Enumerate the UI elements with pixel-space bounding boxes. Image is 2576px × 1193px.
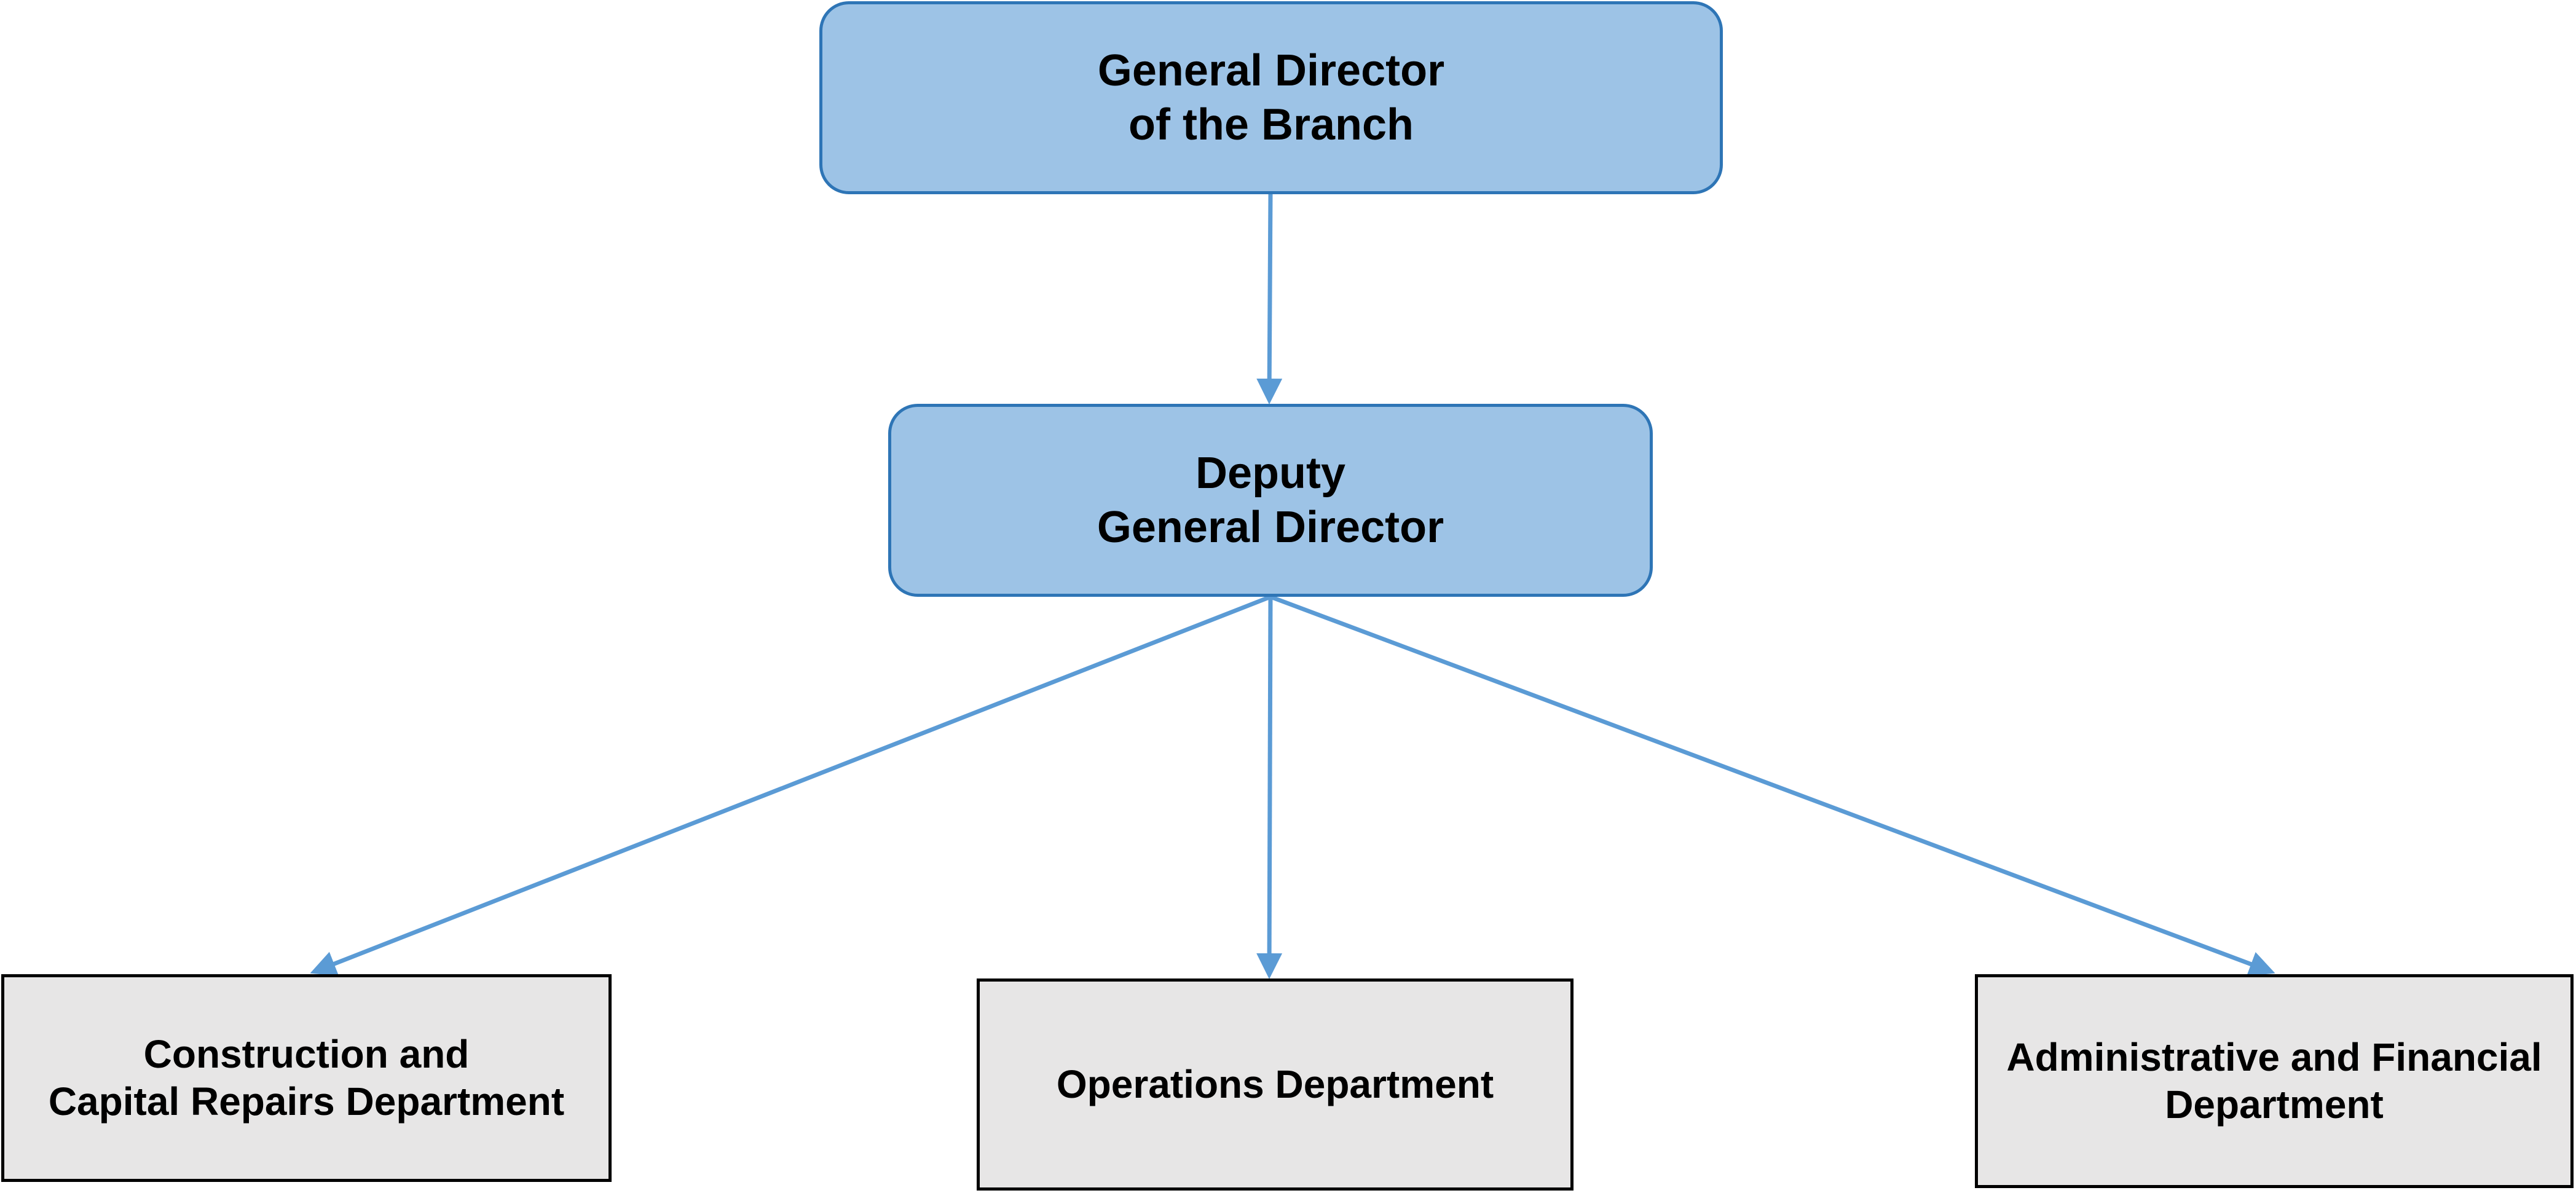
deputy-general-director-label-line1: Deputy	[1195, 449, 1346, 498]
general-director-label-line1: General Director	[1097, 46, 1445, 95]
admin-financial-department-label-line2: Department	[2165, 1082, 2384, 1127]
admin-financial-department-label-line1: Administrative and Financial	[2006, 1035, 2542, 1079]
operations-department-label: Operations Department	[1056, 1062, 1494, 1106]
construction-department-box: Construction and Capital Repairs Departm…	[1, 974, 612, 1182]
general-director-label-line2: of the Branch	[1128, 100, 1414, 149]
operations-department-box: Operations Department	[977, 978, 1574, 1191]
general-director-box: General Director of the Branch	[819, 1, 1723, 194]
deputy-general-director-label-line2: General Director	[1097, 503, 1444, 552]
connector-gd-to-deputy	[1256, 194, 1283, 404]
construction-department-label-line1: Construction and	[143, 1032, 470, 1076]
connector-deputy-to-admin-financial	[1269, 594, 2275, 977]
admin-financial-department-box: Administrative and Financial Department	[1975, 974, 2574, 1188]
connector-deputy-to-operations	[1256, 596, 1283, 979]
deputy-general-director-box: Deputy General Director	[888, 404, 1653, 597]
connector-deputy-to-construction	[310, 594, 1272, 976]
construction-department-label-line2: Capital Repairs Department	[48, 1079, 565, 1124]
